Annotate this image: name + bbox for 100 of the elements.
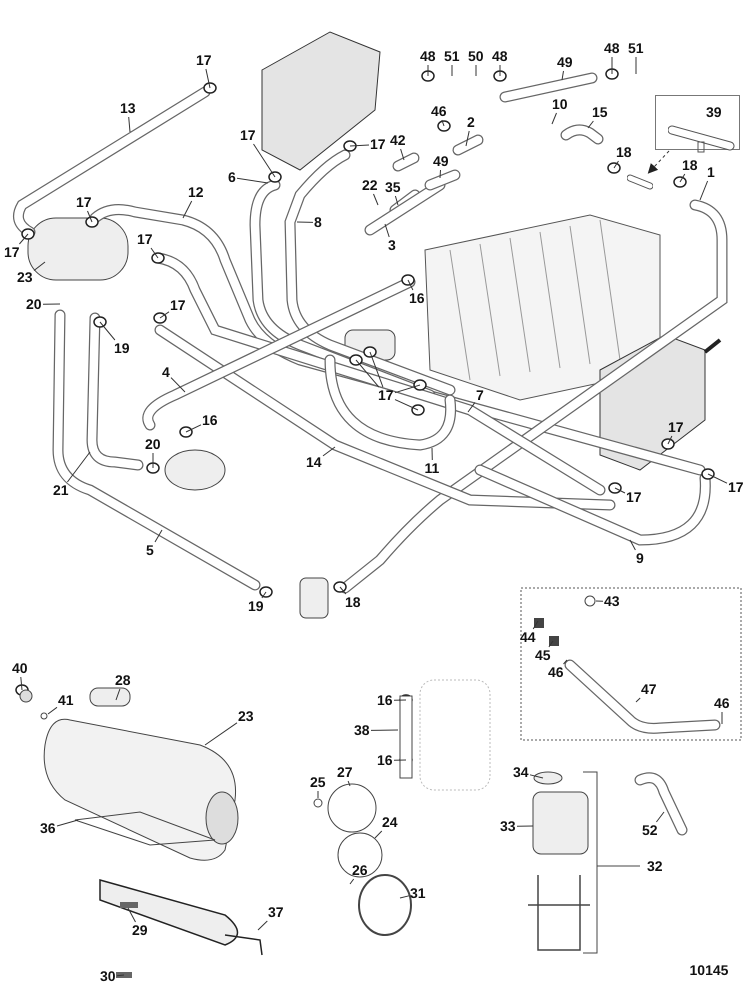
leader-line <box>150 248 158 258</box>
callout-number: 17 <box>378 388 394 402</box>
callout-number: 32 <box>647 858 663 874</box>
callout-number: 14 <box>306 454 322 470</box>
callout-number: 9 <box>636 550 644 566</box>
callout-number: 17 <box>370 136 386 152</box>
callout-number: 43 <box>604 594 620 608</box>
leader-line <box>56 820 78 826</box>
callout-number: 4 <box>162 364 170 380</box>
leader-line <box>350 144 370 146</box>
callout-number: 20 <box>145 436 161 452</box>
leader-line <box>350 878 354 884</box>
leader-line <box>20 676 22 690</box>
callout-number: 17 <box>240 128 256 142</box>
leader-line <box>152 452 154 468</box>
callout-number: 25 <box>310 774 326 790</box>
callout-number: 16 <box>377 752 393 768</box>
figure-number: 10145 <box>690 962 728 978</box>
leader-line <box>370 730 398 731</box>
leader-line <box>548 640 554 648</box>
leader-line <box>373 194 378 206</box>
leader-line <box>441 120 444 126</box>
callout-number: 33 <box>500 818 516 834</box>
leader-line <box>34 262 46 271</box>
leader-line <box>562 70 564 80</box>
leader-line <box>563 660 568 664</box>
callout-number: 12 <box>188 184 204 200</box>
leader-line <box>552 112 557 124</box>
callout-number: 28 <box>115 672 131 688</box>
leader-line <box>432 448 433 460</box>
arrow <box>648 150 670 174</box>
leader-line <box>87 210 92 222</box>
leader-line <box>170 377 186 392</box>
leader-line <box>668 436 672 444</box>
callout-number: 51 <box>628 40 644 56</box>
leader-line <box>614 488 626 494</box>
leader-line <box>182 200 192 218</box>
callout-number: 17 <box>4 244 20 260</box>
leader-line <box>400 895 410 898</box>
callout-number: 34 <box>513 764 529 780</box>
leader-line <box>468 402 476 412</box>
leader-line <box>394 399 418 410</box>
callout-number: 30 <box>100 968 116 984</box>
callout-number: 19 <box>248 598 264 614</box>
callout-number: 38 <box>354 722 370 738</box>
callout-number: 23 <box>238 708 254 724</box>
leader-line <box>253 144 276 178</box>
callout-number: 24 <box>382 814 398 830</box>
callout-number: 21 <box>53 482 69 498</box>
callout-number: 39 <box>706 104 722 120</box>
callout-number: 45 <box>535 648 551 662</box>
callout-number: 46 <box>714 696 730 710</box>
callout-number: 15 <box>592 104 608 120</box>
leader-line <box>400 148 404 160</box>
leader-line <box>204 722 238 746</box>
callout-number: 48 <box>604 40 620 56</box>
callout-number: 22 <box>362 178 378 192</box>
leader-line <box>614 160 619 168</box>
leader-line <box>258 920 268 930</box>
leader-line <box>466 130 470 146</box>
leader-line <box>160 311 170 318</box>
callout-number: 10 <box>552 96 568 112</box>
leader-line <box>394 384 420 394</box>
leader-line <box>261 592 266 598</box>
callout-number: 26 <box>352 862 368 878</box>
callout-number: 6 <box>228 170 236 184</box>
leader-line <box>440 170 441 178</box>
callout-number: 18 <box>616 144 632 160</box>
leader-line <box>42 304 60 305</box>
leader-line <box>356 360 380 388</box>
leader-line <box>116 974 124 976</box>
callout-number: 36 <box>40 820 56 836</box>
callout-number: 48 <box>420 48 436 64</box>
leader-line <box>636 698 641 702</box>
callout-number: 17 <box>76 194 92 210</box>
leader-line <box>394 196 398 206</box>
callout-number: 29 <box>132 922 148 938</box>
leader-line <box>516 826 534 827</box>
leader-line <box>680 174 686 182</box>
leader-line <box>348 780 350 786</box>
fitting-drawing <box>627 174 653 190</box>
callout-number: 42 <box>390 132 406 148</box>
leader-line <box>370 352 384 388</box>
leader-line <box>630 540 636 550</box>
leader-line <box>700 180 708 200</box>
callout-number: 41 <box>58 692 74 708</box>
callout-number: 40 <box>12 660 28 676</box>
callout-number: 52 <box>642 822 658 838</box>
leader-line <box>186 424 202 432</box>
detail-frame <box>655 95 740 150</box>
leader-line <box>394 700 406 701</box>
leader-line <box>205 68 210 88</box>
leader-line <box>384 224 390 238</box>
callout-number: 31 <box>410 886 426 900</box>
callout-number: 3 <box>388 238 396 252</box>
leader-line <box>236 178 268 184</box>
callout-number: 13 <box>120 100 136 116</box>
callout-number: 8 <box>314 214 322 230</box>
callout-number: 16 <box>377 692 393 708</box>
callout-number: 17 <box>626 490 642 504</box>
